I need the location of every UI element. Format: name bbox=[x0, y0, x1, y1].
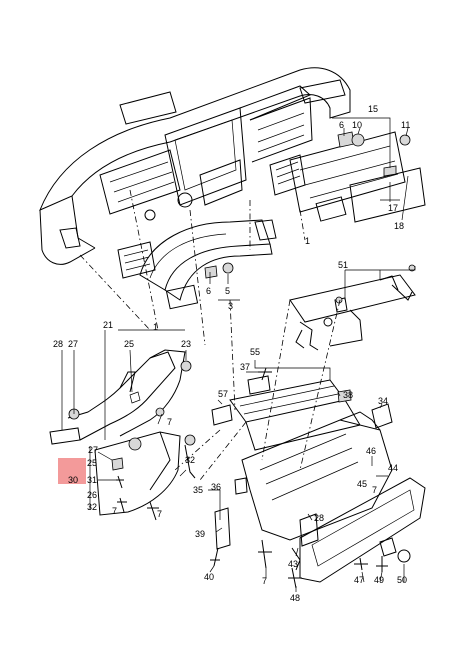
label-48: 48 bbox=[290, 593, 300, 603]
label-45: 45 bbox=[357, 479, 367, 489]
label-6: 6 bbox=[339, 120, 344, 130]
label-15: 15 bbox=[368, 104, 378, 114]
label-27: 27 bbox=[68, 339, 78, 349]
label-30: 30 bbox=[68, 475, 78, 485]
leader-lines bbox=[61, 117, 416, 592]
label-7: 7 bbox=[372, 485, 377, 495]
label-50: 50 bbox=[397, 575, 407, 585]
label-7: 7 bbox=[157, 509, 162, 519]
label-37: 37 bbox=[240, 362, 250, 372]
label-17: 17 bbox=[388, 203, 398, 213]
part-labels: 1 1 3 5 6 6 10 11 15 17 18 21 23 25 25 2… bbox=[53, 104, 410, 603]
label-36: 36 bbox=[211, 482, 221, 492]
label-43: 43 bbox=[288, 559, 298, 569]
label-11: 11 bbox=[401, 120, 410, 130]
label-21: 21 bbox=[103, 320, 113, 330]
label-49: 49 bbox=[374, 575, 384, 585]
label-34: 34 bbox=[378, 396, 388, 406]
label-5: 5 bbox=[225, 286, 230, 296]
label-23: 23 bbox=[181, 339, 191, 349]
label-35: 35 bbox=[193, 485, 203, 495]
left-lower-trim-drawing bbox=[49, 349, 192, 445]
glovebox-housing-drawing bbox=[210, 367, 393, 589]
label-40: 40 bbox=[204, 572, 214, 582]
label-25: 25 bbox=[124, 339, 134, 349]
label-25: 25 bbox=[87, 458, 97, 468]
dashboard-drawing bbox=[39, 67, 351, 265]
label-18: 18 bbox=[394, 221, 404, 231]
label-32: 32 bbox=[87, 502, 97, 512]
label-44: 44 bbox=[388, 463, 398, 473]
label-55: 55 bbox=[250, 347, 260, 357]
label-10: 10 bbox=[352, 120, 362, 130]
lower-cover-drawing bbox=[94, 431, 196, 521]
label-6: 6 bbox=[206, 286, 211, 296]
label-3: 3 bbox=[228, 301, 233, 311]
label-57: 57 bbox=[218, 389, 228, 399]
highlight-box bbox=[58, 458, 86, 484]
label-1: 1 bbox=[153, 322, 158, 332]
assembly-lines bbox=[79, 189, 341, 481]
label-32: 32 bbox=[185, 455, 195, 465]
label-26: 26 bbox=[87, 490, 97, 500]
label-28: 28 bbox=[53, 339, 63, 349]
label-7: 7 bbox=[112, 506, 117, 516]
right-trim-drawing bbox=[269, 131, 426, 223]
glovebox-lid-drawing bbox=[299, 477, 426, 583]
wiring-bracket-drawing bbox=[289, 264, 416, 351]
label-7: 7 bbox=[262, 576, 267, 586]
label-28: 28 bbox=[314, 513, 324, 523]
label-1: 1 bbox=[305, 236, 310, 246]
label-46: 46 bbox=[366, 446, 376, 456]
label-47: 47 bbox=[354, 575, 364, 585]
cluster-trim-drawing bbox=[117, 219, 277, 310]
label-51: 51 bbox=[338, 260, 348, 270]
label-27: 27 bbox=[88, 445, 98, 455]
label-7: 7 bbox=[167, 417, 172, 427]
label-38: 38 bbox=[343, 390, 353, 400]
label-31: 31 bbox=[87, 475, 97, 485]
label-39: 39 bbox=[195, 529, 205, 539]
